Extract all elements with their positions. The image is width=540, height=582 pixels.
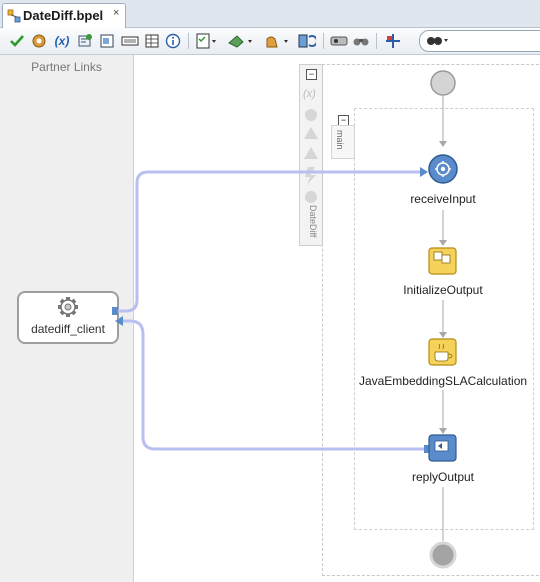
deploy-icon[interactable] (226, 32, 256, 50)
close-icon[interactable]: × (113, 7, 120, 19)
xsd-icon[interactable] (120, 32, 140, 50)
refresh-icon[interactable] (297, 32, 317, 50)
toolbar-separator (376, 33, 377, 49)
scope-main (354, 108, 534, 530)
text-icon[interactable] (98, 32, 116, 50)
process-name-label: DateDiff (308, 205, 318, 238)
validate-icon[interactable] (8, 32, 26, 50)
collapse-process-icon[interactable]: − (306, 69, 317, 80)
svg-text:(x): (x) (303, 88, 316, 100)
monitor-icon[interactable] (329, 32, 349, 50)
search-icon[interactable] (426, 32, 450, 51)
activity-replyOutput[interactable]: replyOutput (411, 470, 475, 484)
partner-links-title: Partner Links (31, 60, 102, 74)
checklist-icon[interactable] (194, 32, 220, 50)
process-palette-bar: − (x) DateDiff (299, 64, 323, 246)
xpath-icon[interactable] (76, 32, 94, 50)
toolbar-separator (323, 33, 324, 49)
designer-toolbar: (x) (0, 28, 540, 55)
toolbar-separator (188, 33, 189, 49)
partner-link-label: datediff_client (31, 322, 105, 336)
activity-InitializeOutput[interactable]: InitializeOutput (403, 283, 483, 297)
partner-link-datediff-client[interactable]: datediff_client (17, 291, 119, 344)
gear-icon[interactable] (30, 32, 48, 50)
bpel-file-icon (7, 9, 21, 23)
editor-tab-bar: DateDiff.bpel × (0, 0, 540, 28)
tab-label: DateDiff.bpel (23, 8, 104, 23)
sensor-icon[interactable] (382, 32, 404, 50)
info-icon[interactable] (164, 32, 182, 50)
activity-JavaEmbeddingSLACalculation[interactable]: JavaEmbeddingSLACalculation (358, 374, 528, 388)
scope-tab-main[interactable]: main (331, 125, 355, 159)
table-icon[interactable] (143, 32, 161, 50)
hand-icon[interactable] (262, 32, 292, 50)
tab-datediff-bpel[interactable]: DateDiff.bpel × (2, 3, 126, 28)
scope-label: main (335, 130, 345, 150)
search-field[interactable] (419, 30, 540, 52)
binoculars-icon[interactable] (351, 32, 371, 50)
activity-receiveInput[interactable]: receiveInput (410, 192, 476, 206)
expression-icon[interactable]: (x) (54, 34, 70, 48)
process-shortcuts: (x) (303, 88, 318, 203)
service-gear-icon (57, 296, 79, 321)
